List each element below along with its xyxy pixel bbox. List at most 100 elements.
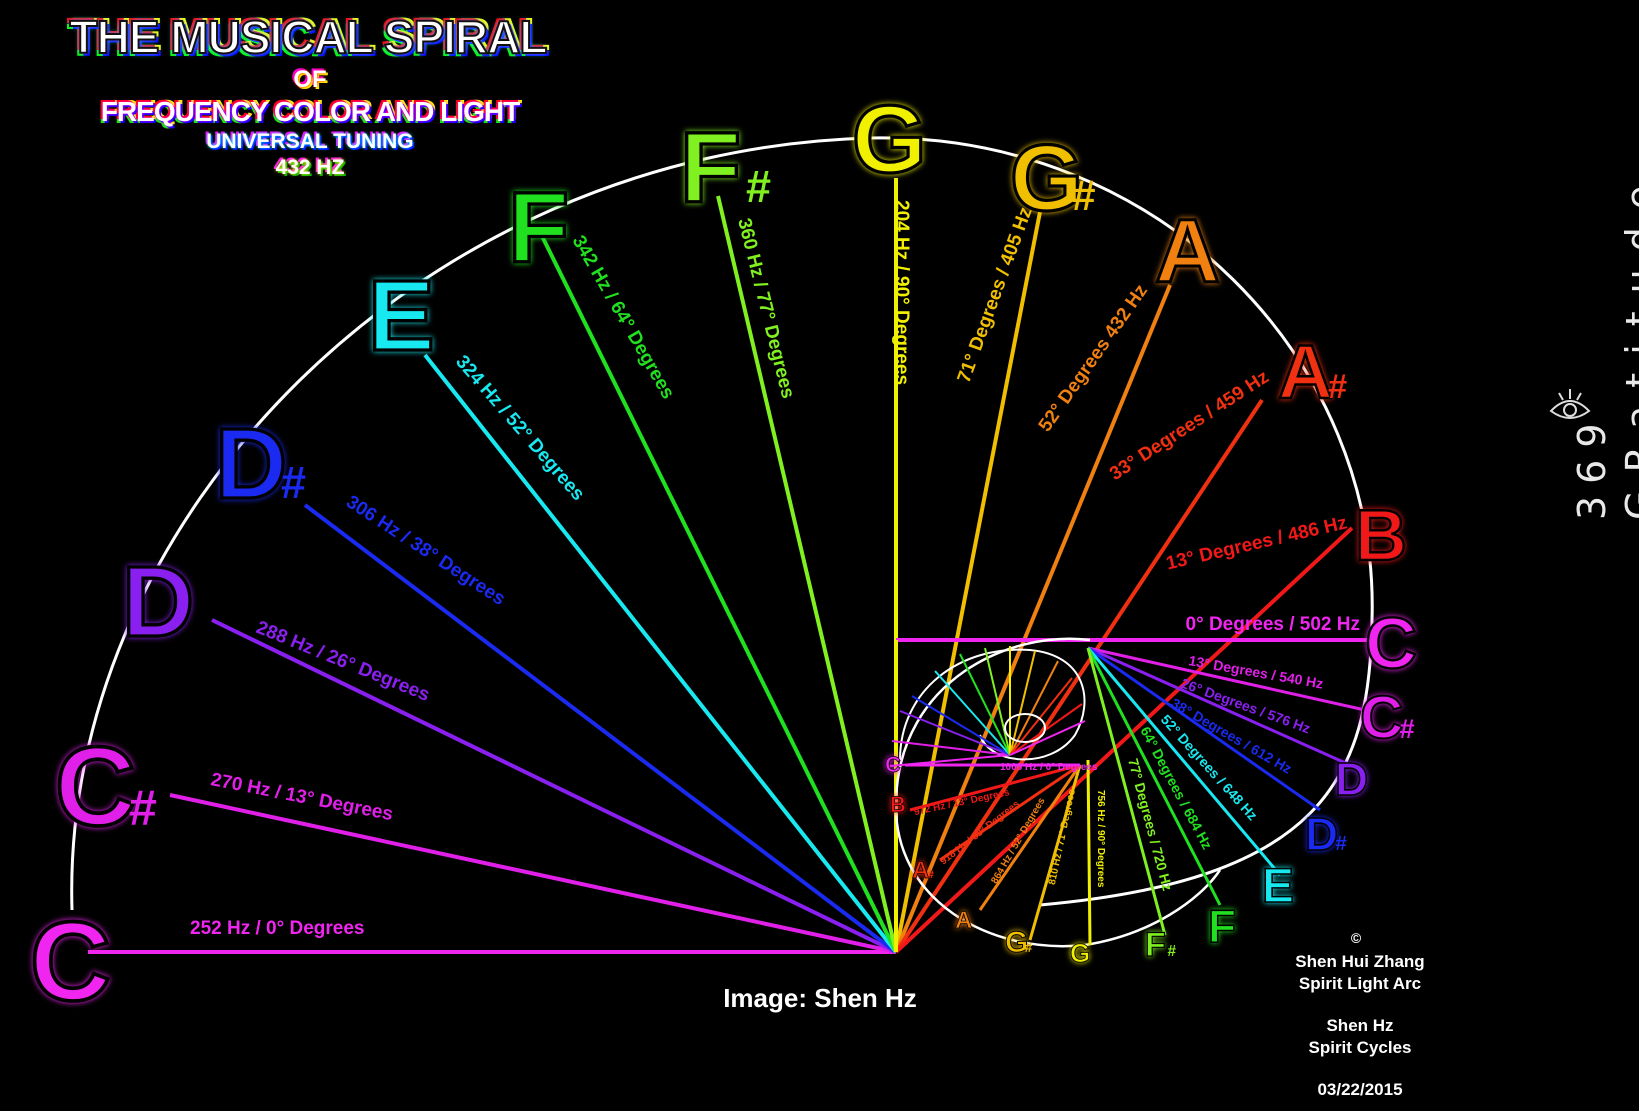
upper-mini-arc bbox=[899, 648, 1086, 761]
note-8-sharp: # bbox=[1072, 172, 1096, 219]
inner-note-0: C# bbox=[1359, 683, 1415, 752]
note-12: C bbox=[1364, 603, 1418, 685]
inner-note-5-letter: F bbox=[1145, 926, 1166, 964]
watermark-word: GRatitude bbox=[1618, 167, 1639, 520]
title-of: OF bbox=[293, 66, 327, 93]
inner-ray-1 bbox=[1087, 646, 1351, 767]
note-7-letter: G bbox=[852, 86, 927, 193]
mini-ray-3 bbox=[911, 695, 1011, 756]
inner-note-5: F# bbox=[1144, 925, 1176, 964]
inner-note-11: C bbox=[885, 752, 902, 778]
note-7: G bbox=[850, 84, 928, 194]
ray-line-8 bbox=[894, 211, 1042, 953]
ray-line-2 bbox=[211, 618, 897, 954]
mini-ray-4 bbox=[934, 670, 1011, 756]
copyright-symbol: © bbox=[1350, 930, 1362, 946]
mini-ray-2 bbox=[899, 710, 1011, 756]
ray-label-12: 0° Degrees / 502 Hz bbox=[1186, 614, 1360, 635]
note-1: C# bbox=[53, 722, 157, 851]
title-main: THE MUSICAL SPIRAL bbox=[69, 10, 549, 64]
ray-line-11 bbox=[894, 526, 1354, 954]
author-name: Shen Hui Zhang bbox=[1295, 952, 1425, 971]
note-4-letter: E bbox=[368, 260, 435, 372]
ray-label-9: 52° Degrees 432 Hz bbox=[1035, 281, 1152, 436]
inner-ray-9 bbox=[939, 763, 1081, 862]
title-tuning: UNIVERSAL TUNING bbox=[206, 130, 414, 153]
note-0: C bbox=[28, 897, 113, 1026]
mini-ray-8 bbox=[1009, 650, 1036, 756]
inner-ray-0 bbox=[1087, 646, 1366, 712]
inner-note-0-letter: C bbox=[1360, 684, 1403, 751]
ray-label-11: 13° Degrees / 486 Hz bbox=[1164, 512, 1349, 574]
inner-label-7: 810 Hz / 71° Degrees bbox=[1047, 788, 1078, 886]
title-subtitle: FREQUENCY COLOR AND LIGHT bbox=[100, 96, 520, 127]
eye-icon bbox=[1549, 389, 1591, 419]
note-3-sharp: # bbox=[281, 457, 306, 508]
inner-note-1: D bbox=[1334, 752, 1369, 806]
note-0-letter: C bbox=[30, 899, 111, 1024]
author-line4: Spirit Cycles bbox=[1308, 1038, 1412, 1057]
inner-note-4: F bbox=[1207, 899, 1237, 953]
note-6-letter: F bbox=[680, 112, 741, 224]
inner-ray-10 bbox=[909, 763, 1081, 812]
author-line3: Shen Hz bbox=[1326, 1016, 1394, 1035]
inner-ray-8 bbox=[978, 764, 1082, 911]
outer-arc-path bbox=[70, 136, 1374, 911]
title-hz: 432 HZ bbox=[275, 156, 345, 179]
ray-line-6 bbox=[716, 195, 898, 953]
ray-label-2: 288 Hz / 26° Degrees bbox=[253, 617, 432, 706]
note-10: A# bbox=[1277, 329, 1347, 417]
inner-ray-5 bbox=[1086, 647, 1167, 936]
image-credit: Image: Shen Hz bbox=[723, 983, 917, 1013]
inner-note-3-letter: E bbox=[1262, 860, 1294, 913]
ray-label-0: 252 Hz / 0° Degrees bbox=[190, 918, 364, 939]
note-9-letter: A bbox=[1155, 202, 1220, 302]
note-1-letter: C bbox=[55, 724, 136, 849]
note-2-letter: D bbox=[122, 546, 194, 658]
note-10-letter: A bbox=[1278, 330, 1333, 415]
note-10-sharp: # bbox=[1328, 368, 1347, 406]
note-12-letter: C bbox=[1365, 604, 1417, 684]
ray-line-5 bbox=[538, 231, 898, 953]
inner-label-11: 1008 Hz / 0° Degrees bbox=[1000, 762, 1098, 773]
inner-note-8: A bbox=[955, 907, 973, 935]
note-8-letter: G bbox=[1010, 125, 1083, 230]
inner-note-10-letter: B bbox=[890, 792, 906, 817]
ray-line-9 bbox=[894, 284, 1172, 953]
note-4: E bbox=[366, 258, 436, 373]
inner-note-9-sharp: # bbox=[928, 869, 934, 881]
inner-ray-6 bbox=[1086, 759, 1092, 946]
inner-note-5-sharp: # bbox=[1167, 943, 1176, 960]
inner-note-6: G bbox=[1070, 938, 1091, 969]
ray-line-3 bbox=[303, 503, 898, 954]
inner-ray-4 bbox=[1086, 647, 1222, 906]
note-11-letter: B bbox=[1355, 496, 1407, 576]
outer-arc bbox=[70, 136, 1374, 911]
inner-arc bbox=[894, 637, 1222, 948]
note-2: D bbox=[120, 544, 196, 659]
inner-note-2-sharp: # bbox=[1335, 832, 1347, 855]
inner-note-9: A# bbox=[912, 857, 934, 885]
ray-label-7: 204 Hz / 90° Degrees bbox=[891, 200, 912, 385]
note-1-sharp: # bbox=[129, 779, 157, 836]
inner-note-3: E bbox=[1261, 859, 1295, 914]
note-6-sharp: # bbox=[746, 161, 771, 212]
inner-note-0-sharp: # bbox=[1400, 714, 1415, 744]
mini-ray-6 bbox=[984, 647, 1011, 756]
copyright-date: 03/22/2015 bbox=[1317, 1080, 1403, 1099]
ray-label-1: 270 Hz / 13° Degrees bbox=[209, 769, 395, 825]
note-3: D# bbox=[213, 406, 306, 521]
inner-note-2-letter: D bbox=[1305, 808, 1338, 860]
inner-ray-3 bbox=[1086, 647, 1282, 876]
inner-note-11-letter: C bbox=[885, 752, 901, 777]
note-5-letter: F bbox=[508, 172, 569, 284]
inner-note-9-letter: A bbox=[912, 857, 929, 884]
inner-label-6: 756 Hz / 90° Degrees bbox=[1095, 790, 1106, 888]
inner-ray-2 bbox=[1087, 646, 1321, 812]
inner-ray-7 bbox=[1028, 764, 1082, 941]
inner-note-7-letter: G bbox=[1005, 926, 1028, 959]
inner-note-7-sharp: # bbox=[1025, 940, 1033, 955]
note-9: A bbox=[1154, 201, 1222, 304]
inner-note-8-letter: A bbox=[955, 907, 972, 934]
